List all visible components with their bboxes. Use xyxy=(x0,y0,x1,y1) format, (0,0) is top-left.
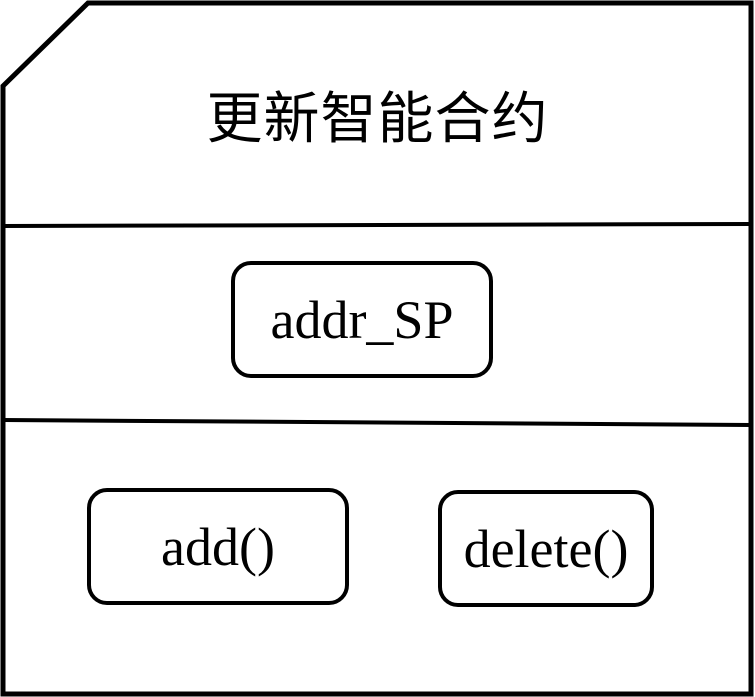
divider-top xyxy=(2,222,752,228)
attribute-box: addr_SP xyxy=(231,261,493,378)
method-box-delete: delete() xyxy=(438,490,654,607)
divider-bottom xyxy=(2,418,752,427)
attribute-label: addr_SP xyxy=(270,289,454,350)
method-label-delete: delete() xyxy=(463,518,629,579)
method-box-add: add() xyxy=(87,488,349,605)
method-label-add: add() xyxy=(161,516,275,577)
diagram-title: 更新智能合约 xyxy=(206,89,549,151)
